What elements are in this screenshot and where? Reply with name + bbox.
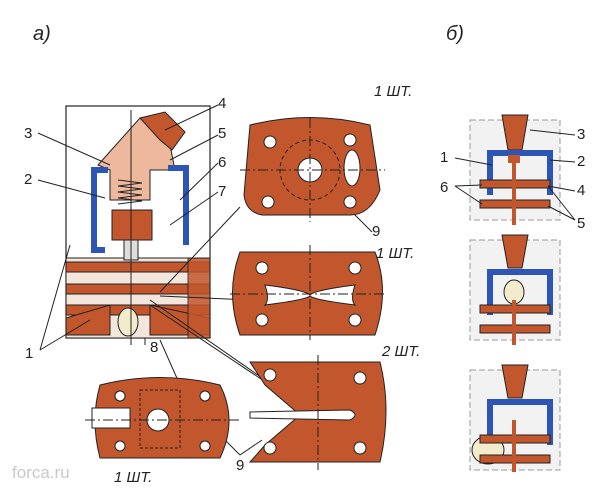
assembly-drawing bbox=[65, 105, 211, 345]
stage-1 bbox=[469, 114, 561, 225]
heading-a: а) bbox=[33, 23, 51, 45]
plate-bottom bbox=[85, 377, 240, 459]
callouts-a: 3 2 4 5 6 7 1 8 9 9 bbox=[24, 95, 380, 474]
label-6: 6 bbox=[218, 154, 226, 171]
stage-3 bbox=[469, 364, 561, 472]
label-b-3: 3 bbox=[577, 126, 585, 143]
sequence-drawing bbox=[469, 114, 561, 472]
qty-top: 1 ШТ. bbox=[374, 83, 412, 100]
label-9-bottom: 9 bbox=[236, 457, 244, 474]
plate-lower bbox=[248, 355, 387, 470]
label-b-6: 6 bbox=[440, 179, 448, 196]
label-8: 8 bbox=[150, 339, 158, 356]
plate-top bbox=[240, 117, 385, 222]
label-b-5: 5 bbox=[577, 215, 585, 232]
label-3: 3 bbox=[24, 125, 32, 142]
label-2: 2 bbox=[24, 171, 32, 188]
callouts-b: 1 6 3 2 4 5 bbox=[440, 126, 585, 232]
label-b-1: 1 bbox=[440, 149, 448, 166]
heading-b: б) bbox=[446, 23, 464, 45]
label-1: 1 bbox=[25, 345, 33, 362]
plate-middle bbox=[230, 245, 385, 340]
watermark: forca.ru bbox=[12, 463, 70, 482]
label-9-top: 9 bbox=[372, 223, 380, 240]
qty-bottom: 1 ШТ. bbox=[114, 469, 152, 486]
label-4: 4 bbox=[218, 95, 226, 112]
stage-2 bbox=[469, 234, 561, 345]
label-5: 5 bbox=[218, 125, 226, 142]
label-7: 7 bbox=[218, 183, 226, 200]
label-b-2: 2 bbox=[577, 153, 585, 170]
qty-right-lower: 2 ШТ. bbox=[381, 343, 420, 360]
qty-middle: 1 ШТ. bbox=[376, 245, 414, 262]
label-b-4: 4 bbox=[577, 182, 585, 199]
